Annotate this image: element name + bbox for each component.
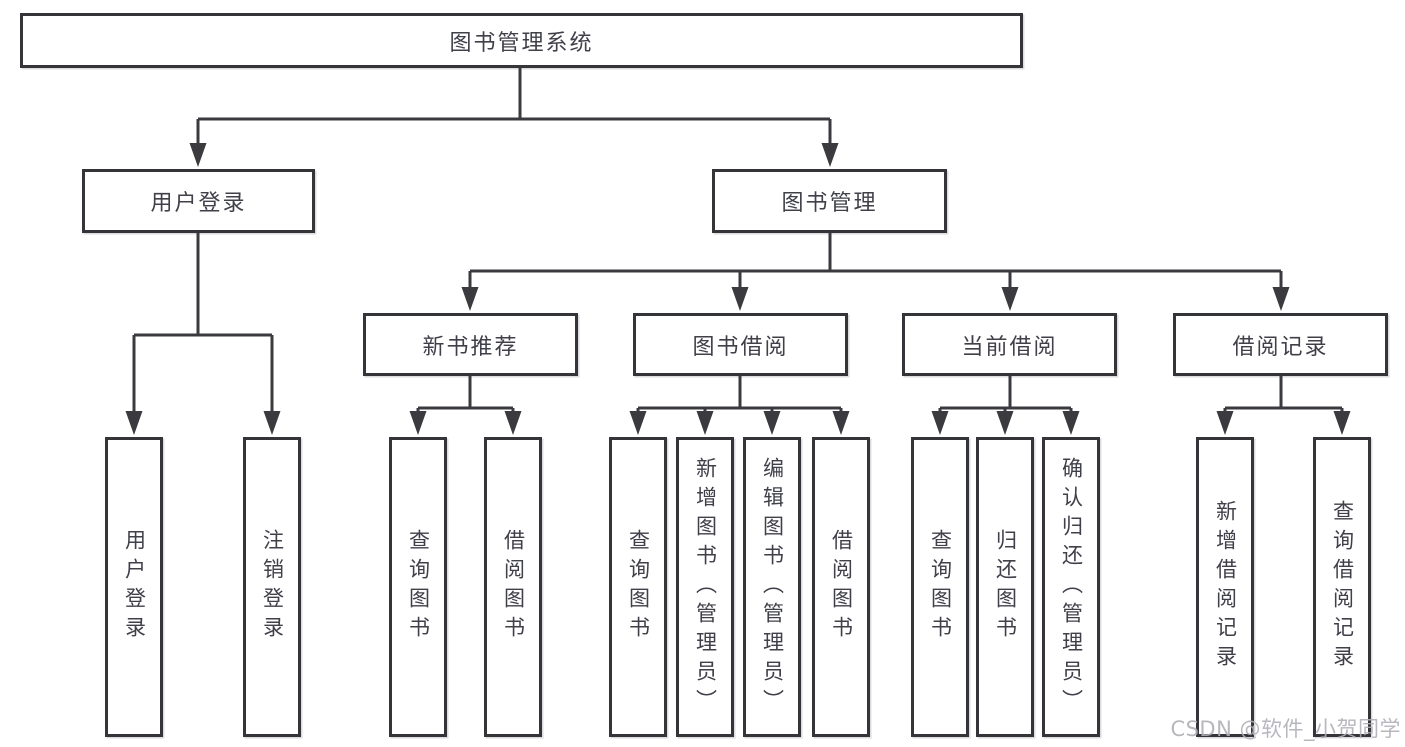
leaf-borrow-books-label: 借阅图书 [829, 529, 854, 645]
leaf-confirm-return-admin: 确认归还（管理员） [1042, 437, 1100, 737]
node-new-book-recommend-label: 新书推荐 [422, 334, 519, 360]
node-root-label: 图书管理系统 [449, 30, 594, 56]
node-user-login: 用户登录 [82, 169, 315, 233]
leaf-edit-books-admin: 编辑图书（管理员） [743, 437, 801, 737]
node-user-login-label: 用户登录 [150, 191, 247, 216]
leaf-add-borrow-record-label: 新增借阅记录 [1213, 500, 1238, 674]
leaf-search-borrow-record: 查询借阅记录 [1313, 437, 1371, 737]
leaf-search-books-recommend: 查询图书 [389, 437, 447, 737]
leaf-logout-label: 注销登录 [260, 529, 285, 645]
node-book-management: 图书管理 [712, 169, 947, 233]
leaf-return-books-label: 归还图书 [993, 529, 1018, 645]
leaf-search-borrow-record-label: 查询借阅记录 [1330, 500, 1355, 674]
leaf-user-login-label: 用户登录 [122, 529, 147, 645]
node-book-borrowing: 图书借阅 [633, 313, 848, 376]
node-book-borrowing-label: 图书借阅 [692, 334, 789, 360]
leaf-search-books-current-label: 查询图书 [928, 529, 953, 645]
leaf-add-books-admin: 新增图书（管理员） [676, 437, 734, 737]
leaf-return-books: 归还图书 [976, 437, 1034, 737]
leaf-add-borrow-record: 新增借阅记录 [1196, 437, 1254, 737]
node-borrowing-records: 借阅记录 [1173, 313, 1388, 376]
csdn-watermark: CSDN @软件_小贺同学 [1170, 717, 1401, 741]
leaf-borrow-books-recommend-label: 借阅图书 [501, 529, 526, 645]
leaf-confirm-return-admin-label: 确认归还（管理员） [1059, 456, 1084, 718]
leaf-search-books-current: 查询图书 [911, 437, 969, 737]
node-book-management-label: 图书管理 [781, 191, 878, 216]
leaf-search-books-borrowing-label: 查询图书 [626, 529, 651, 645]
leaf-edit-books-admin-label: 编辑图书（管理员） [760, 456, 785, 718]
leaf-logout: 注销登录 [243, 437, 301, 737]
node-root: 图书管理系统 [20, 13, 1023, 68]
leaf-user-login: 用户登录 [105, 437, 163, 737]
node-borrowing-records-label: 借阅记录 [1232, 334, 1329, 360]
leaf-borrow-books: 借阅图书 [812, 437, 870, 737]
node-current-borrowing: 当前借阅 [902, 313, 1117, 376]
arrowheads [125, 143, 1351, 435]
leaf-borrow-books-recommend: 借阅图书 [484, 437, 542, 737]
leaf-add-books-admin-label: 新增图书（管理员） [693, 456, 718, 718]
leaf-search-books-borrowing: 查询图书 [609, 437, 667, 737]
leaf-search-books-recommend-label: 查询图书 [406, 529, 431, 645]
node-new-book-recommend: 新书推荐 [363, 313, 578, 376]
node-current-borrowing-label: 当前借阅 [961, 334, 1058, 360]
